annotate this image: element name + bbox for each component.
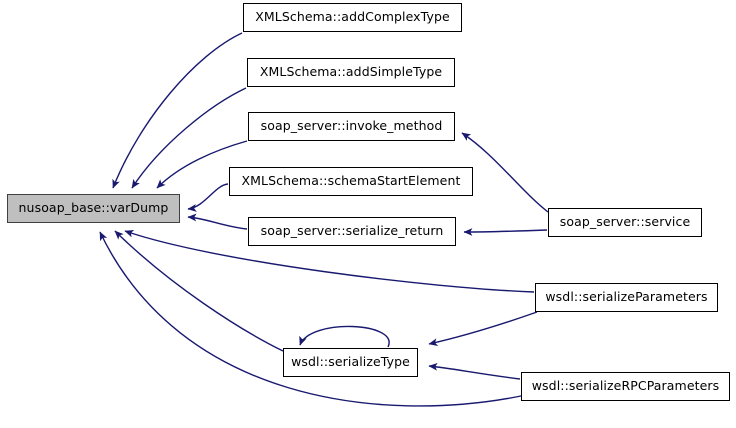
edge-serializerpc-to-vardump [99, 231, 522, 407]
edge-serializereturn-to-vardump [187, 213, 248, 230]
node-label: nusoap_base::varDump [18, 200, 169, 216]
node-xmlschema-addcomplextype[interactable]: XMLSchema::addComplexType [243, 3, 462, 32]
node-xmlschema-schemastartelement[interactable]: XMLSchema::schemaStartElement [229, 167, 473, 196]
node-wsdl-serializetype[interactable]: wsdl::serializeType [283, 348, 418, 377]
node-label: wsdl::serializeRPCParameters [531, 378, 720, 394]
edge-addsimpletype-to-vardump [131, 87, 247, 189]
edge-schemastart-to-vardump [187, 183, 229, 212]
edge-service-to-serializereturn [463, 228, 548, 236]
node-label: soap_server::invoke_method [260, 118, 443, 134]
node-xmlschema-addsimpletype[interactable]: XMLSchema::addSimpleType [247, 58, 455, 87]
node-soap-server-service[interactable]: soap_server::service [548, 208, 702, 237]
edge-serializerpc-to-serializetype [428, 362, 521, 380]
node-wsdl-serializerpcparameters[interactable]: wsdl::serializeRPCParameters [521, 372, 730, 401]
node-nusoap-base-vardump[interactable]: nusoap_base::varDump [7, 194, 180, 223]
node-label: wsdl::serializeType [291, 354, 410, 370]
node-label: wsdl::serializeParameters [545, 289, 708, 305]
node-label: soap_server::serialize_return [260, 223, 444, 239]
edge-serializeparameters-to-vardump [124, 230, 535, 293]
node-label: XMLSchema::addComplexType [255, 9, 450, 25]
node-wsdl-serializeparameters[interactable]: wsdl::serializeParameters [535, 283, 718, 312]
node-soap-server-serialize-return[interactable]: soap_server::serialize_return [248, 217, 456, 246]
edge-addcomplextype-to-vardump [112, 32, 243, 189]
edge-invokemethod-to-vardump [156, 140, 248, 189]
node-soap-server-invoke-method[interactable]: soap_server::invoke_method [248, 112, 455, 141]
node-label: soap_server::service [559, 214, 691, 230]
node-label: XMLSchema::addSimpleType [259, 64, 443, 80]
edge-serializetype-to-vardump [114, 230, 284, 352]
edge-serializeparameters-to-serializetype [428, 311, 538, 346]
edge-service-to-invokemethod [461, 132, 549, 213]
node-label: XMLSchema::schemaStartElement [241, 173, 461, 189]
edge-serializetype-self-loop [299, 325, 390, 348]
